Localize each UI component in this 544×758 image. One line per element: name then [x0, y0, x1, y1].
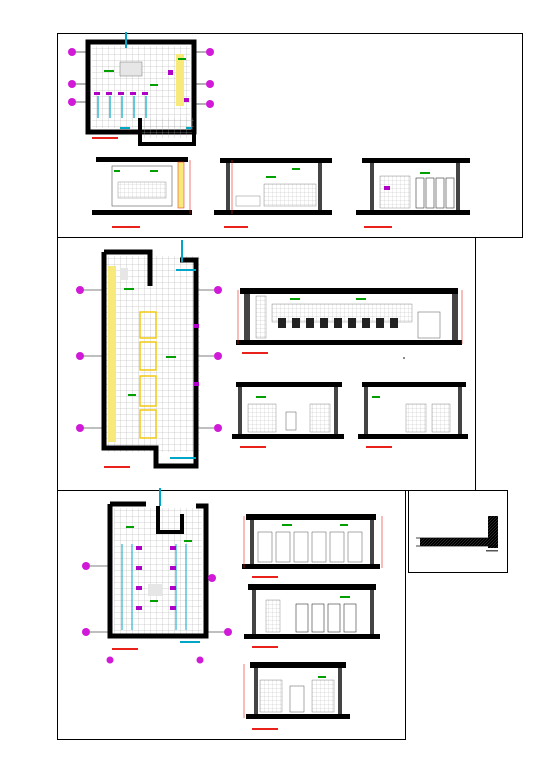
axis-bubble-icon	[68, 48, 214, 108]
axis-bubble-icon	[76, 286, 222, 432]
elevation-3a	[242, 514, 383, 578]
elevation-3c	[243, 662, 350, 730]
north-arrow-icon	[403, 357, 405, 359]
floor-plan-3	[107, 488, 209, 643]
elevation-1a	[92, 157, 192, 228]
elevation-1b	[214, 158, 332, 228]
elevation-3b	[244, 584, 380, 648]
axis-bubble-icon	[82, 562, 232, 664]
sheet-frame-detail	[408, 490, 508, 573]
sheet-frame-bottom	[57, 490, 406, 740]
floor-plan-1	[85, 32, 197, 146]
elevation-2b	[232, 382, 344, 448]
elevation-1c	[356, 158, 470, 228]
elevation-2c	[358, 382, 468, 448]
elevation-2a	[236, 288, 463, 354]
section-detail	[416, 516, 498, 552]
floor-plan-2	[101, 240, 200, 469]
